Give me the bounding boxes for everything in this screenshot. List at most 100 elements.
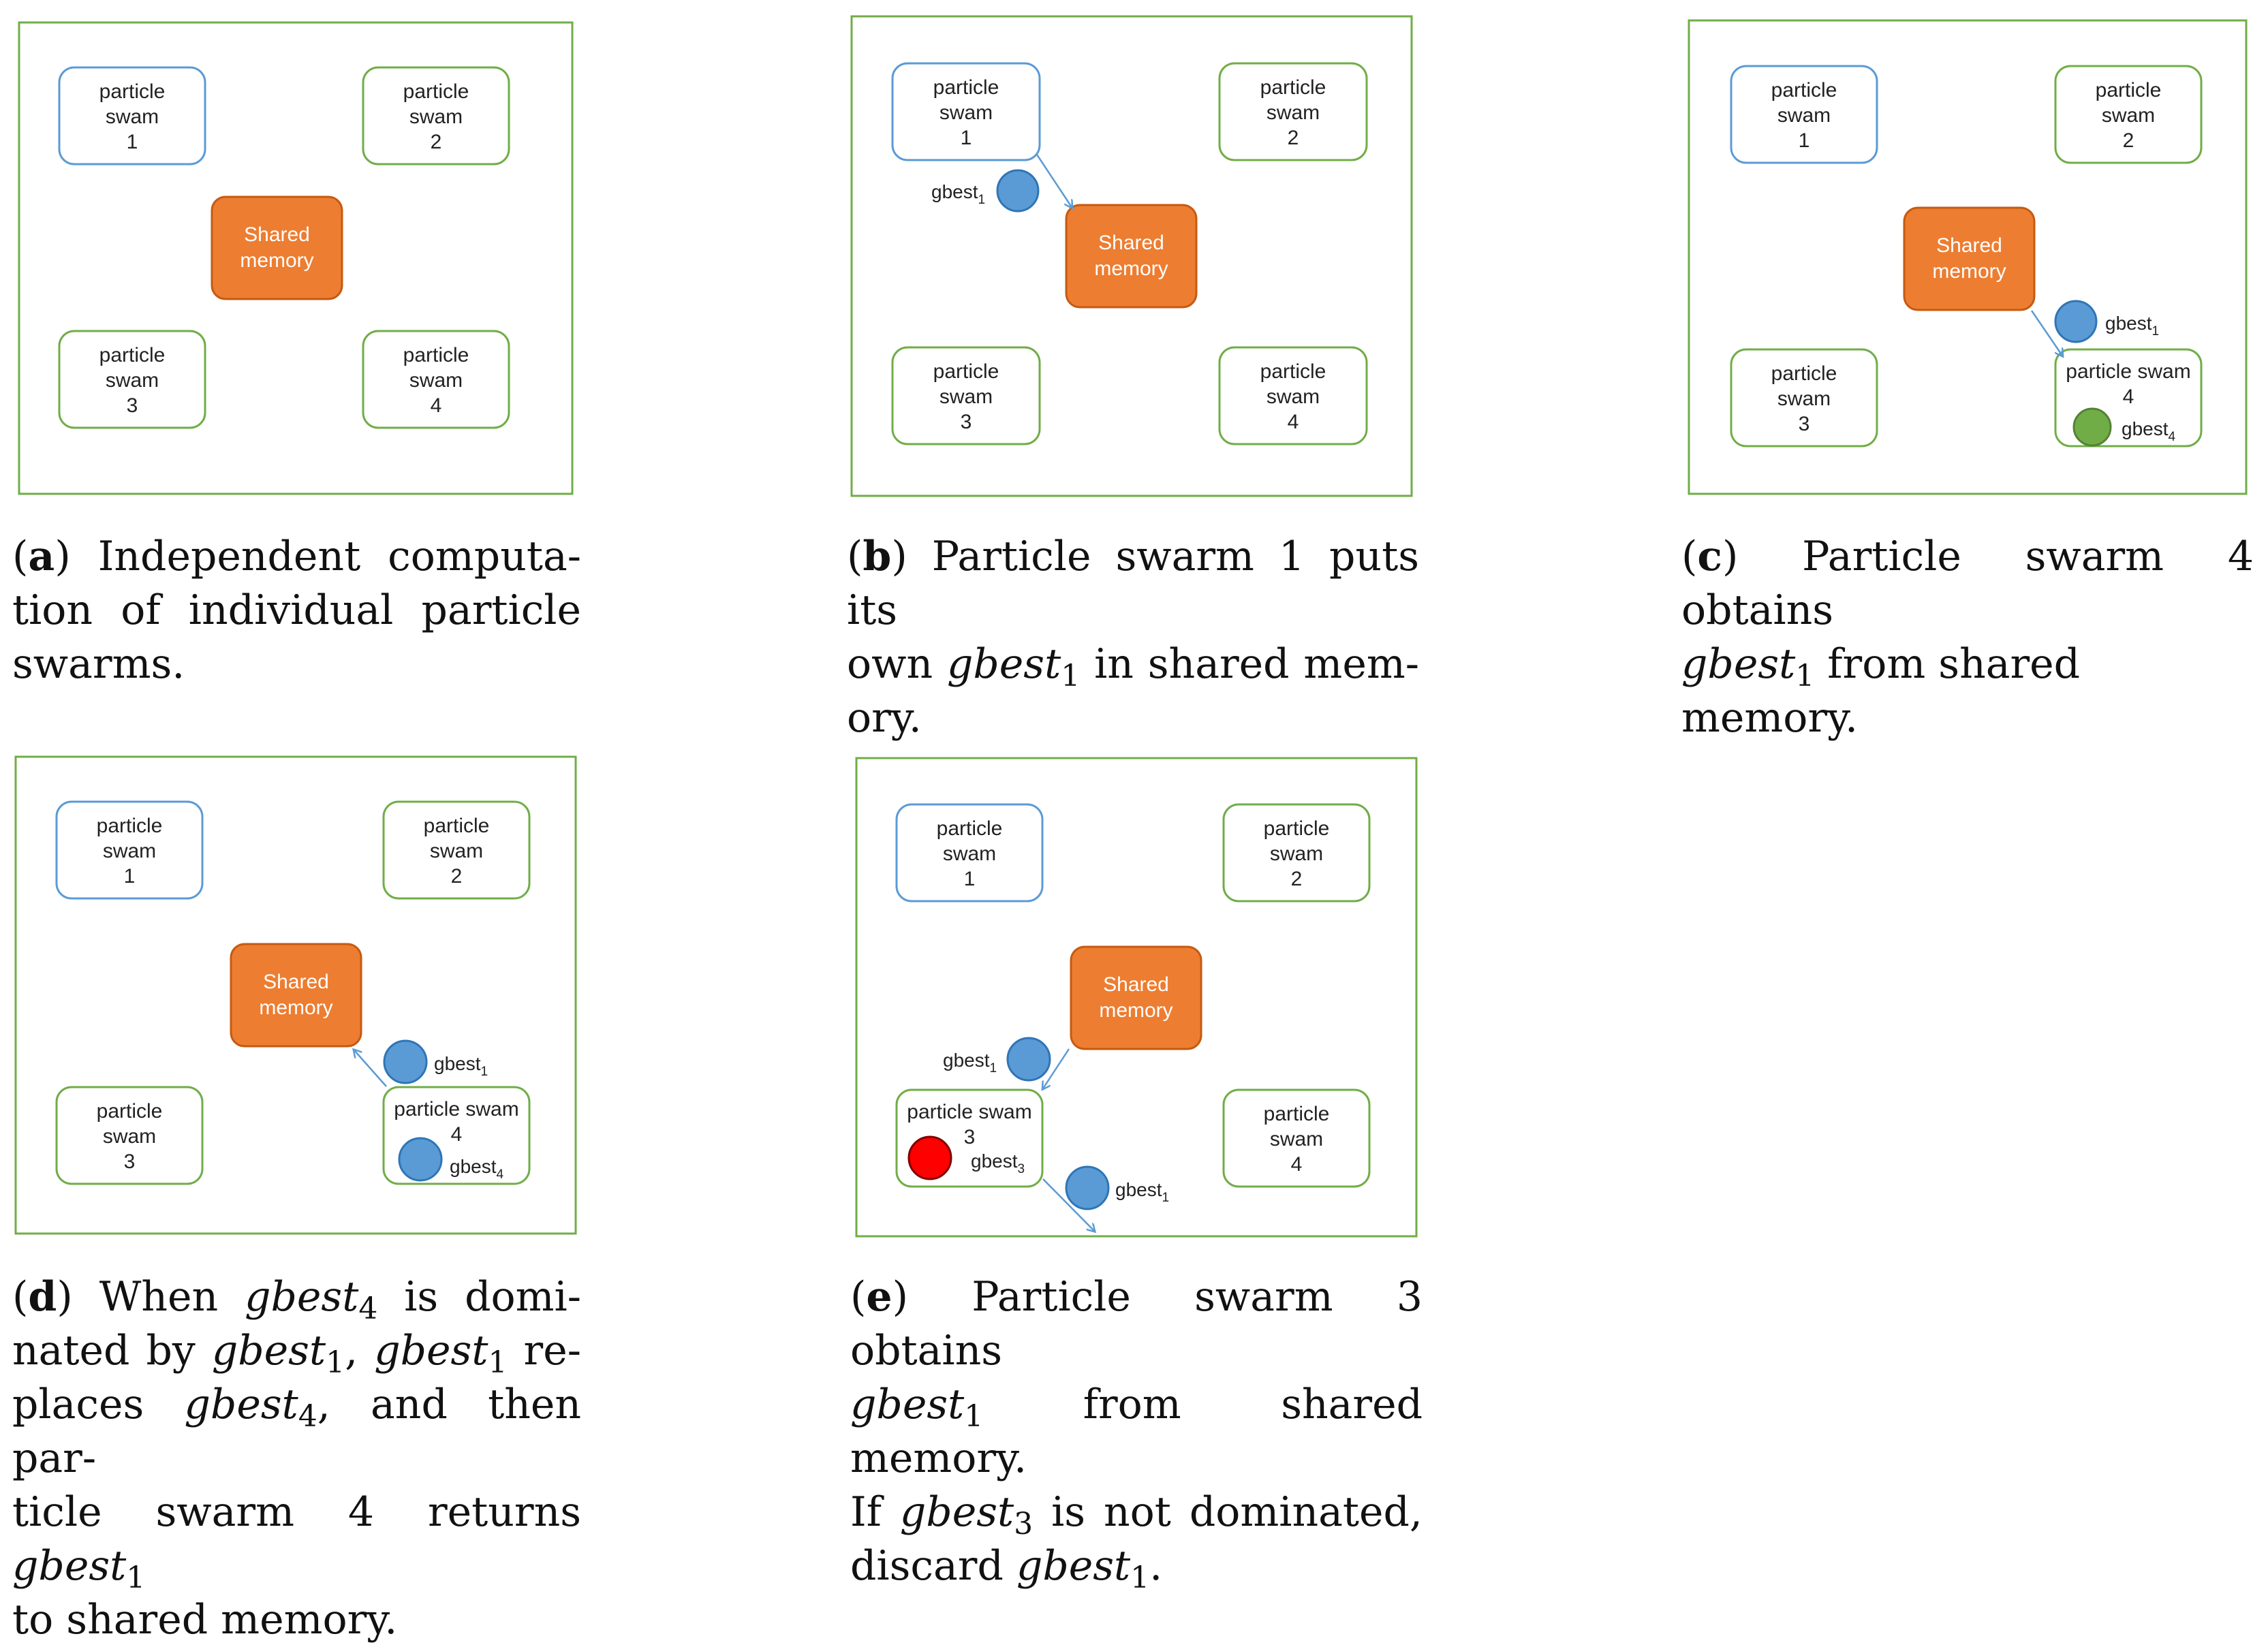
swarm-box-outline [58,330,206,429]
shared-memory-fill [1070,945,1202,1050]
caption-math: gbest [899,1488,1014,1536]
caption-letter: e [866,1273,892,1321]
swarm-box-1: particle swam 1 [55,800,204,900]
shared-memory-label: Shared [1103,973,1169,996]
swarm-label-line: 1 [961,127,972,149]
caption-text: in shared mem- [1080,640,1419,688]
caption-line: (e) Particle swarm 3 obtains [850,1270,1423,1378]
caption-line: nated by gbest1, gbest1 re- [12,1324,581,1378]
caption-math: gbest [184,1381,298,1428]
shared-memory-label: Shared [244,223,310,246]
caption-line: swarms. [12,638,581,691]
swarm-label-line: particle swam [394,1098,518,1120]
swarm-label-line: 2 [1291,868,1303,890]
swarm-box-outline [1730,65,1878,164]
swarm-label-line: 4 [431,394,442,417]
swarm-label-line: particle [403,344,469,366]
caption-math: gbest [946,640,1061,688]
caption-text: ( [12,1273,29,1321]
caption-subscript: 1 [1130,1560,1150,1595]
gbest-token-dot [2054,300,2098,343]
swarm-label-line: 2 [2123,129,2134,152]
caption-math: gbest [12,1542,127,1590]
caption-text: places [12,1381,185,1428]
caption-math: gbest [850,1381,965,1428]
gbest-token-1: gbest1 [1065,1165,1169,1210]
gbest-token-dot [383,1039,428,1084]
swarm-box-outline [1222,803,1371,903]
caption-text: ( [12,533,29,580]
shared-memory-label: memory [240,249,313,272]
gbest-token-dot [907,1135,952,1180]
gbest-token-label: gbest1 [1115,1179,1169,1205]
caption-subscript: 4 [298,1399,317,1434]
caption-subscript: 1 [1061,659,1081,693]
swarm-box-outline [2054,65,2203,164]
swarm-label-line: particle [1771,79,1837,101]
caption-text: own [847,640,947,688]
caption-text: from shared memory. [850,1381,1423,1482]
caption-text: ( [850,1273,867,1321]
gbest-token-label: gbest1 [434,1053,488,1079]
caption-line: gbest1 from shared memory. [1681,638,2254,745]
swarm-label-line: swam [106,106,159,128]
swarm-label-line: 1 [127,131,138,153]
swarm-label-line: 1 [1799,129,1810,152]
swarm-label-line: particle [97,815,163,837]
swarm-label-line: 3 [127,394,138,417]
caption-line: own gbest1 in shared mem- [847,638,1419,691]
caption-line: gbest1 from shared memory. [850,1378,1423,1486]
swarm-label-line: swam [1270,1128,1323,1150]
swarm-box-outline [362,66,510,166]
swarm-label-line: particle [933,76,999,99]
caption-line: (c) Particle swarm 4 obtains [1681,530,2254,638]
gbest-token-1: gbest1 [931,169,1040,213]
caption-text: ory. [847,694,922,742]
swarm-box-outline [362,330,510,429]
caption-letter: a [28,533,55,580]
swarm-label-line: particle [937,817,1003,840]
shared-memory-label: memory [1094,257,1168,280]
caption-text: . [1149,1542,1163,1590]
swarm-label-line: swam [939,386,993,408]
swarm-label-line: particle [1264,1103,1330,1125]
caption-text: ticle swarm 4 returns [12,1488,581,1536]
swarm-label-line: swam [1267,101,1320,124]
gbest-token-dot [1065,1165,1110,1210]
swarm-box-outline [1218,62,1368,161]
caption-letter: b [863,533,892,580]
swarm-label-line: 3 [124,1150,136,1173]
caption-text: ) Particle swarm 1 puts its [847,533,1419,634]
swarm-label-line: 4 [2123,386,2134,408]
caption-line: ory. [847,691,1419,745]
swarm-label-line: 1 [124,865,136,888]
swarm-label-line: swam [103,840,156,862]
swarm-box-outline [1730,348,1878,448]
shared-memory-fill [1903,206,2036,311]
panel-frame [850,15,1413,497]
swarm-label-line: 2 [431,131,442,153]
swarm-label-line: particle [97,1100,163,1123]
caption-line: (d) When gbest4 is domi- [12,1270,581,1324]
caption-text: ) Particle swarm 4 obtains [1681,533,2254,634]
caption-subscript: 4 [358,1291,378,1326]
caption-text: , [345,1327,375,1375]
gbest-token-dot [2072,407,2112,447]
panel-frame [18,21,574,495]
swarm-label-line: particle [99,344,166,366]
caption-line: places gbest4, and then par- [12,1378,581,1486]
swarm-label-line: 4 [1288,411,1299,433]
swarm-label-line: particle swam [2066,360,2190,383]
caption-text: is domi- [377,1273,582,1321]
